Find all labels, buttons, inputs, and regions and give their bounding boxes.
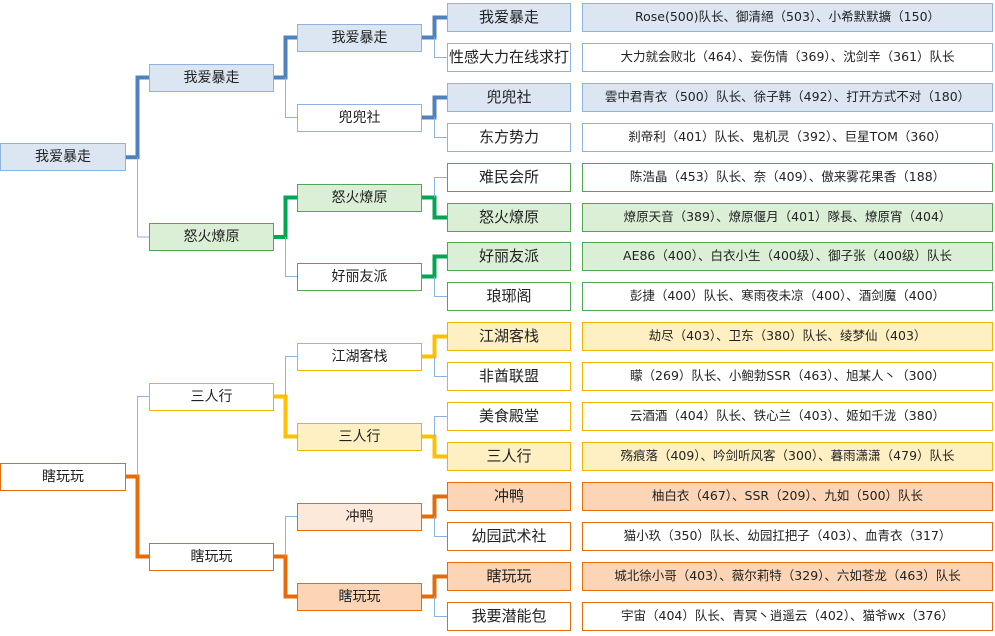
team-name-box: 三人行 bbox=[447, 442, 571, 471]
team-members-box: 雲中君青衣（500）队长、徐子韩（492）、打开方式不对（180） bbox=[582, 83, 993, 112]
team-name-box: 江湖客栈 bbox=[447, 322, 571, 351]
group-bracket-winner bbox=[274, 195, 297, 239]
group-bracket-other bbox=[285, 516, 297, 557]
group-bracket-winner bbox=[274, 394, 297, 439]
team-name-box: 怒火燎原 bbox=[447, 203, 571, 232]
team-members-box: 矇（269）队长、小鲍勃SSR（463）、旭某人丶（300） bbox=[582, 362, 993, 391]
team-members-box: 城北徐小哥（403）、薇尔莉特（329）、六如苍龙（463）队长 bbox=[582, 562, 993, 591]
subgroup-bracket-other bbox=[434, 516, 447, 537]
team-name-box: 瞎玩玩 bbox=[447, 562, 571, 591]
team-members-box: 柚白衣（467）、SSR（209）、九如（500）队长 bbox=[582, 482, 993, 511]
subgroup-box: 冲鸭 bbox=[297, 502, 422, 531]
subgroup-bracket-other bbox=[434, 117, 447, 138]
root-bracket-other bbox=[137, 396, 149, 477]
subgroup-bracket-other bbox=[434, 37, 447, 58]
subgroup-bracket-winner bbox=[422, 494, 447, 519]
team-name-box: 冲鸭 bbox=[447, 482, 571, 511]
subgroup-box: 兜兜社 bbox=[297, 103, 422, 132]
team-name-box: 琅琊阁 bbox=[447, 282, 571, 311]
group-bracket-other bbox=[285, 237, 297, 277]
team-name-box: 我要潜能包 bbox=[447, 602, 571, 631]
group-bracket-other bbox=[285, 77, 297, 118]
subgroup-box: 三人行 bbox=[297, 422, 422, 451]
team-members-box: 大力就会败北（464）、妄伤情（369）、沈剑辛（361）队长 bbox=[582, 43, 993, 72]
subgroup-bracket-winner bbox=[422, 15, 447, 40]
subgroup-box: 好丽友派 bbox=[297, 262, 422, 291]
team-members-box: AE86（400）、白衣小生（400级）、御子张（400级）队长 bbox=[582, 242, 993, 271]
subgroup-box: 怒火燎原 bbox=[297, 183, 422, 212]
subgroup-bracket-other bbox=[434, 596, 447, 617]
team-members-box: 劫尽（403）、卫东（380）队长、绫梦仙（403） bbox=[582, 322, 993, 351]
team-name-box: 东方势力 bbox=[447, 123, 571, 152]
group-box: 三人行 bbox=[149, 382, 274, 411]
team-members-box: 猫小玖（350）队长、幼园扛把子（403）、血青衣（317） bbox=[582, 522, 993, 551]
subgroup-bracket-other bbox=[434, 416, 447, 437]
root-box: 我爱暴走 bbox=[0, 143, 126, 172]
group-bracket-other bbox=[285, 356, 297, 397]
team-name-box: 幼园武术社 bbox=[447, 522, 571, 551]
subgroup-bracket-other bbox=[434, 177, 447, 198]
subgroup-bracket-other bbox=[434, 356, 447, 377]
group-box: 瞎玩玩 bbox=[149, 542, 274, 571]
team-name-box: 难民会所 bbox=[447, 163, 571, 192]
root-box: 瞎玩玩 bbox=[0, 462, 126, 491]
team-members-box: 云酒酒（404）队长、铁心兰（403）、姬如千泷（380） bbox=[582, 402, 993, 431]
subgroup-box: 瞎玩玩 bbox=[297, 582, 422, 611]
team-members-box: 陈浩晶（453）队长、奈（409）、傲来雾花果香（188） bbox=[582, 163, 993, 192]
subgroup-bracket-winner bbox=[422, 434, 447, 459]
team-members-box: 燎原天音（389）、燎原偃月（401）隊長、燎原宵（404） bbox=[582, 203, 993, 232]
team-name-box: 好丽友派 bbox=[447, 242, 571, 271]
team-members-box: 殇痕落（409）、吟剑听风客（300）、暮雨潇潇（479）队长 bbox=[582, 442, 993, 471]
team-name-box: 兜兜社 bbox=[447, 83, 571, 112]
team-members-box: 宇宙（404）队长、青冥丶逍遥云（402）、猫爷wx（376） bbox=[582, 602, 993, 631]
subgroup-box: 我爱暴走 bbox=[297, 23, 422, 52]
group-bracket-winner bbox=[274, 35, 297, 80]
subgroup-bracket-winner bbox=[422, 195, 447, 220]
group-box: 我爱暴走 bbox=[149, 63, 274, 92]
root-bracket-other bbox=[137, 157, 149, 238]
team-name-box: 我爱暴走 bbox=[447, 3, 571, 32]
subgroup-bracket-winner bbox=[422, 334, 447, 359]
subgroup-bracket-other bbox=[434, 276, 447, 297]
subgroup-bracket-winner bbox=[422, 254, 447, 279]
team-members-box: Rose(500)队长、御清絕（503）、小希默默擴（150） bbox=[582, 3, 993, 32]
group-bracket-winner bbox=[274, 554, 297, 599]
subgroup-box: 江湖客栈 bbox=[297, 342, 422, 371]
subgroup-bracket-winner bbox=[422, 574, 447, 599]
team-members-box: 彭捷（400）队长、寒雨夜未凉（400）、酒剑魔（400） bbox=[582, 282, 993, 311]
team-name-box: 性感大力在线求打 bbox=[447, 43, 571, 72]
group-box: 怒火燎原 bbox=[149, 223, 274, 251]
root-bracket-winner bbox=[126, 75, 149, 160]
team-members-box: 刹帝利（401）队长、鬼机灵（392）、巨星TOM（360） bbox=[582, 123, 993, 152]
root-bracket-winner bbox=[126, 474, 149, 559]
team-name-box: 美食殿堂 bbox=[447, 402, 571, 431]
subgroup-bracket-winner bbox=[422, 95, 447, 120]
team-name-box: 非酋联盟 bbox=[447, 362, 571, 391]
